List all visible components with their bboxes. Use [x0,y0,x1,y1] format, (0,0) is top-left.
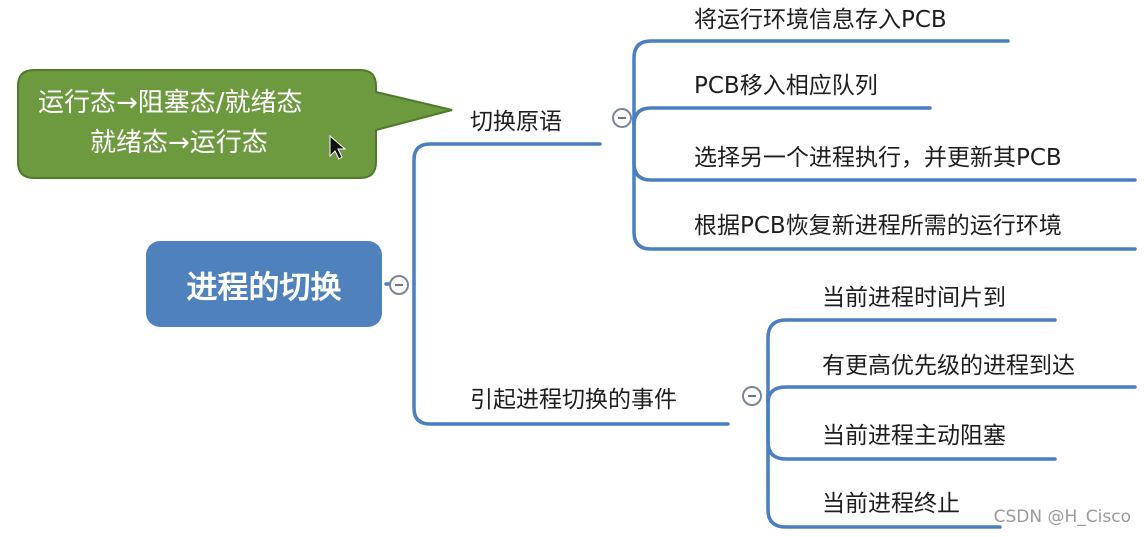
leaf-select-other-process[interactable]: 选择另一个进程执行，并更新其PCB [694,145,1062,171]
branch-switch-primitive[interactable]: 切换原语 [470,109,562,135]
watermark: CSDN @H_Cisco [993,507,1131,527]
root-topic-label: 进程的切换 [186,269,342,306]
leaf-save-env-to-pcb[interactable]: 将运行环境信息存入PCB [694,7,947,33]
leaf-higher-priority-arrival[interactable]: 有更高优先级的进程到达 [822,353,1075,379]
leaf-process-terminated[interactable]: 当前进程终止 [822,491,960,517]
leaf-pcb-move-queue[interactable]: PCB移入相应队列 [694,73,878,99]
root-topic[interactable]: 进程的切换 [146,241,382,327]
leaf-restore-env-from-pcb[interactable]: 根据PCB恢复新进程所需的运行环境 [694,213,1062,239]
branch-1-collapse-icon[interactable] [612,108,632,128]
leaf-voluntary-block[interactable]: 当前进程主动阻塞 [822,423,1006,449]
callout-line-2: 就绪态→运行态 [90,128,268,158]
branch-2-collapse-icon[interactable] [742,386,762,406]
leaf-time-slice-expired[interactable]: 当前进程时间片到 [822,285,1006,311]
branch-switch-events[interactable]: 引起进程切换的事件 [470,387,677,413]
root-collapse-icon[interactable] [389,275,409,295]
callout-line-1: 运行态→阻塞态/就绪态 [38,88,303,118]
